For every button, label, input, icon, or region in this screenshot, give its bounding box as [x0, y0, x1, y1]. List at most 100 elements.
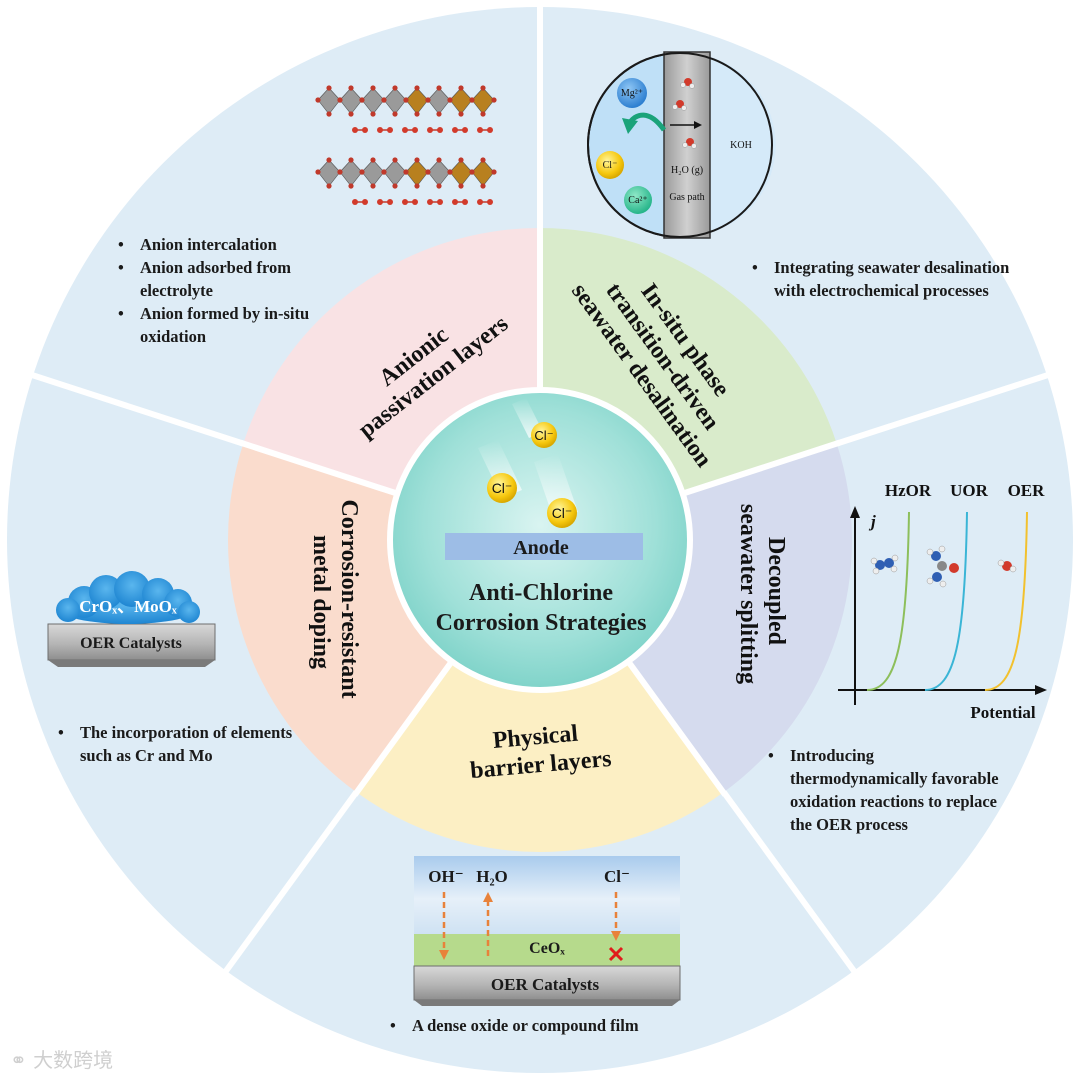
center-title-line2: Corrosion Strategies [436, 610, 647, 636]
oxygen-atom [326, 157, 332, 163]
ion-label: Mg²⁺ [621, 88, 643, 99]
oxygen-atom [370, 157, 376, 163]
interlayer-anion [462, 199, 468, 205]
oxygen-atom [392, 111, 398, 117]
gas-path-label: Gas path [669, 192, 704, 203]
x-axis-label: Potential [970, 703, 1035, 722]
bullets-decoupled: Introducing thermodynamically favorable … [768, 744, 1000, 836]
oxygen-atom [480, 85, 486, 91]
interlayer-anion [362, 127, 368, 133]
ring-divider [625, 659, 728, 797]
koh-region [707, 56, 776, 234]
oxygen-atom [315, 97, 321, 103]
oxygen-atom [403, 97, 409, 103]
species-label: Cl⁻ [604, 867, 630, 886]
oxide-label: CrOₓ、MoOₓ [79, 597, 177, 616]
oxygen-atom [370, 111, 376, 117]
anode-label: Anode [513, 537, 569, 559]
oxygen-atom [348, 111, 354, 117]
bullets-doping: The incorporation of elements such as Cr… [58, 721, 328, 767]
chloride-ion [596, 151, 624, 179]
bullet-item: Anion intercalation [118, 233, 348, 256]
interlayer-anion [427, 199, 433, 205]
electrolyte-region [414, 856, 680, 934]
anode-bar [445, 533, 643, 560]
oxygen-atom [414, 111, 420, 117]
oxygen-atom [458, 183, 464, 189]
chloride-ion [487, 473, 517, 503]
bullets-physical: A dense oxide or compound film [390, 1014, 710, 1037]
species-label: OH⁻ [428, 867, 463, 886]
water-molecule [997, 559, 1017, 573]
watermark: ⚭ 大数跨境 [10, 1048, 114, 1072]
ring-dividers [239, 225, 841, 797]
interlayer-anion [437, 127, 443, 133]
oxygen-atom [491, 169, 497, 175]
calcium-ion [624, 186, 652, 214]
hydrazine-molecule [870, 554, 899, 575]
sector-insitu [540, 228, 837, 494]
bullets-insitu: Integrating seawater desalination with e… [752, 256, 1012, 302]
oxygen-atom [436, 85, 442, 91]
strategy-title-doping: Corrosion-resistant metal doping [308, 499, 362, 704]
interlayer-anion [362, 199, 368, 205]
interlayer-anion [487, 199, 493, 205]
oxygen-atom [392, 157, 398, 163]
bullet-item: A dense oxide or compound film [390, 1014, 710, 1037]
uor-curve [924, 511, 968, 691]
oxygen-atom [480, 183, 486, 189]
oxygen-atom [458, 111, 464, 117]
doping-illustration: OER Catalysts CrOₓ、MoOₓ [47, 571, 216, 667]
oxygen-atom [458, 85, 464, 91]
oxygen-atom [392, 85, 398, 91]
water-molecules [672, 78, 697, 149]
oxygen-atom [469, 97, 475, 103]
oxygen-atom [381, 97, 387, 103]
curve-label: OER [1008, 481, 1046, 500]
interlayer-anion [377, 127, 383, 133]
oer-curve [984, 511, 1028, 691]
curve-label: UOR [950, 481, 989, 500]
oxygen-atom [403, 169, 409, 175]
ring-divider [352, 659, 455, 797]
bullet-item: The incorporation of elements such as Cr… [58, 721, 328, 767]
falling-chloride-ions: Cl⁻ Cl⁻ Cl⁻ [478, 398, 578, 528]
sector-anionic [243, 227, 540, 494]
oxygen-atom [458, 157, 464, 163]
chloride-ion-label: Cl⁻ [552, 505, 573, 521]
interlayer-anion [437, 199, 443, 205]
oxygen-atom [348, 85, 354, 91]
oxygen-atom [414, 85, 420, 91]
barrier-illustration: OER Catalysts CeOₓ OH⁻ H₂O Cl⁻ [413, 856, 681, 1006]
oxygen-atom [436, 111, 442, 117]
oxygen-atom [370, 183, 376, 189]
oxygen-atom [425, 169, 431, 175]
ring-divider [681, 439, 841, 497]
oxygen-atom [425, 97, 431, 103]
interlayer-anion [402, 199, 408, 205]
oxygen-atom [315, 169, 321, 175]
bullets-anionic: Anion intercalation Anion adsorbed from … [118, 233, 348, 348]
urea-molecule [926, 545, 959, 588]
strategy-ring [227, 227, 852, 852]
interlayer-anion [402, 127, 408, 133]
oxygen-atom [370, 85, 376, 91]
oxygen-atom [326, 111, 332, 117]
interlayer-anion [462, 127, 468, 133]
oxygen-atom [447, 97, 453, 103]
interlayer-anion [452, 199, 458, 205]
interlayer-anion [377, 199, 383, 205]
oxygen-atom [480, 111, 486, 117]
chloride-ion-label: Cl⁻ [534, 428, 553, 443]
oxygen-atom [447, 169, 453, 175]
center-title-line1: Anti-Chlorine [469, 580, 613, 606]
hzor-curve [866, 511, 910, 691]
watermark-text: 大数跨境 [33, 1048, 114, 1072]
oxygen-atom [337, 169, 343, 175]
crystal-layer [315, 157, 497, 205]
blocked-icon [608, 946, 624, 962]
chloride-ion-label: Cl⁻ [492, 480, 513, 496]
interlayer-anion [352, 127, 358, 133]
bullet-item: Anion formed by in-situ oxidation [118, 302, 348, 348]
polarization-chart: j Potential HzOR UOR OER [838, 481, 1047, 722]
